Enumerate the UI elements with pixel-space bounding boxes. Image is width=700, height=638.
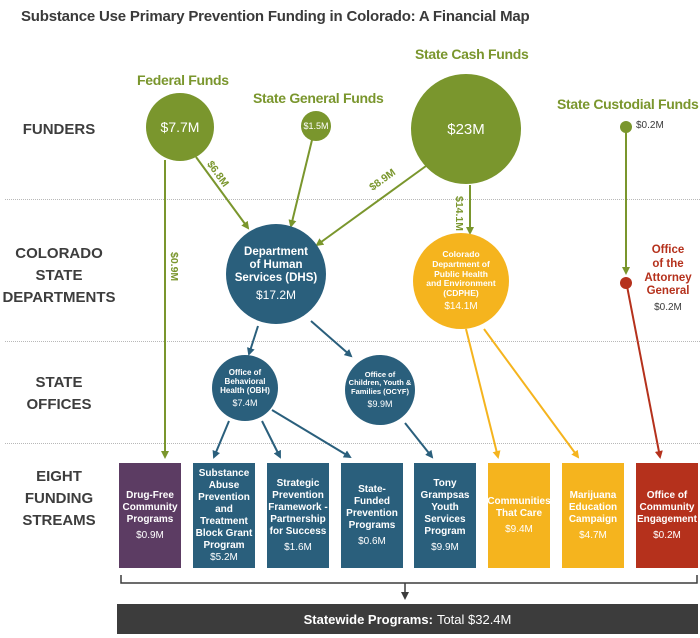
link-cdphe-to-mec (483, 328, 580, 459)
dept-node-dhs[interactable]: Department of Human Services (DHS) $17.2… (226, 224, 326, 324)
flow-label-cash-to-cdphe: $14.1M (453, 196, 465, 232)
row-label-text: FUNDERS (22, 121, 96, 138)
row-label-text: STATE (35, 374, 83, 391)
link-cash-to-dhs (315, 165, 427, 247)
stream-amount: $0.2M (653, 530, 681, 541)
link-obh-to-sfpp (271, 409, 352, 459)
link-ag-to-oce (626, 285, 663, 459)
office-name: Office of Children, Youth & Families (OC… (348, 369, 412, 396)
row-label-text: EIGHT (36, 468, 82, 485)
office-amount: $9.9M (367, 399, 393, 410)
dept-amount: $17.2M (255, 288, 297, 303)
stream-amount: $5.2M (210, 552, 238, 563)
link-cdphe-to-ctc (465, 328, 501, 459)
stream-amount: $1.6M (284, 542, 312, 553)
funder-node-federal[interactable]: $7.7M (146, 93, 214, 161)
office-name: Office of Behavioral Health (OBH) (220, 367, 270, 396)
link-obh-to-sapt (212, 420, 230, 459)
stream-amount: $0.6M (358, 536, 386, 547)
funder-amount: $7.7M (160, 119, 200, 135)
funder-amount-custodial: $0.2M (636, 120, 664, 131)
row-divider (5, 199, 700, 200)
custodial-node-dot (620, 121, 632, 133)
link-dhs-to-ocyf (310, 320, 353, 358)
dept-amount: $14.1M (444, 300, 478, 312)
row-divider (5, 443, 700, 444)
dept-amount: $0.2M (654, 302, 682, 314)
link-federal-to-dhs (195, 156, 250, 230)
dept-name: Department of Human Services (DHS) (234, 245, 318, 285)
row-label-text: FUNDING (24, 490, 94, 507)
office-node-obh[interactable]: Office of Behavioral Health (OBH) $7.4M (212, 355, 278, 421)
link-dhs-to-obh (247, 325, 259, 356)
row-label-funders: FUNDERS (0, 119, 118, 141)
total-bar: Statewide Programs: Total $32.4M (117, 604, 698, 634)
funder-label-cash: State Cash Funds (415, 46, 529, 62)
funder-label-federal: Federal Funds (137, 72, 229, 88)
funder-amount: $1.5M (303, 121, 329, 131)
funder-label-general: State General Funds (253, 90, 384, 106)
total-label: Statewide Programs: (303, 611, 433, 627)
row-divider (5, 341, 700, 342)
stream-amount: $9.4M (505, 524, 533, 535)
stream-amount: $9.9M (431, 542, 459, 553)
page-title: Substance Use Primary Prevention Funding… (21, 8, 530, 25)
office-amount: $7.4M (232, 398, 258, 409)
funder-label-custodial: State Custodial Funds (557, 96, 699, 112)
office-node-ocyf[interactable]: Office of Children, Youth & Families (OC… (345, 355, 415, 425)
link-general-to-dhs (288, 139, 313, 228)
row-label-text: STREAMS (22, 512, 96, 529)
row-label-text: DEPARTMENTS (2, 289, 116, 306)
row-label-offices: STATE OFFICES (0, 372, 118, 416)
funder-node-general[interactable]: $1.5M (301, 111, 331, 141)
row-label-departments: COLORADO STATE DEPARTMENTS (0, 243, 118, 309)
dept-node-ag[interactable]: Office of the Attorney General $0.2M (640, 244, 696, 313)
stream-amount: $0.9M (136, 530, 164, 541)
dept-name: Colorado Department of Public Health and… (426, 249, 496, 299)
funder-amount: $23M (447, 120, 485, 138)
link-obh-to-spf (261, 420, 281, 459)
total-value: Total $32.4M (436, 611, 512, 627)
flow-label-federal-to-dfc: $0.9M (168, 252, 180, 282)
link-ocyf-to-tgys (404, 422, 434, 459)
stream-amount: $4.7M (579, 530, 607, 541)
ag-node-dot (620, 277, 632, 289)
dept-name: Office of the Attorney General (644, 244, 692, 298)
dept-node-cdphe[interactable]: Colorado Department of Public Health and… (413, 233, 509, 329)
row-label-text: OFFICES (26, 396, 92, 413)
funder-node-cash[interactable]: $23M (411, 74, 521, 184)
row-label-text: COLORADO (15, 245, 103, 262)
row-label-text: STATE (35, 267, 83, 284)
row-label-streams: EIGHT FUNDING STREAMS (0, 466, 118, 532)
streams-bracket (120, 575, 698, 584)
